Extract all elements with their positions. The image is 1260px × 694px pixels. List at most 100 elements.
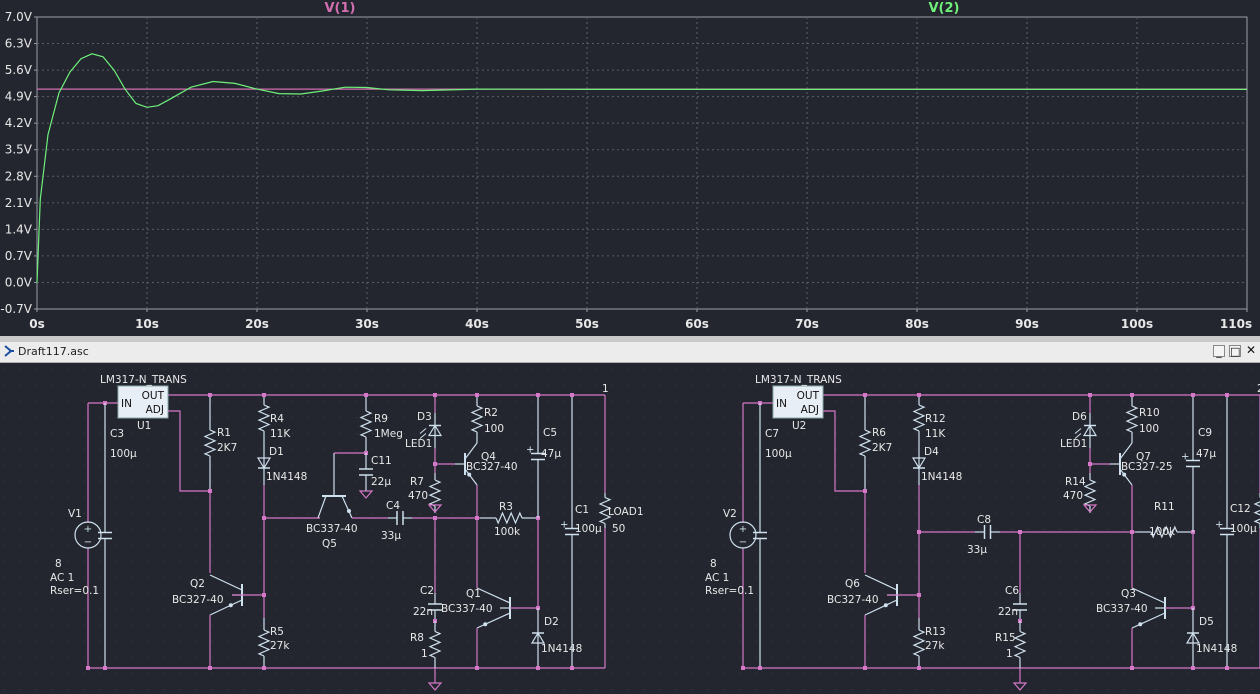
r-b-value: 11K (925, 428, 946, 440)
resistor-r2[interactable] (470, 395, 484, 443)
ground-symbol (427, 682, 443, 691)
led-d3[interactable] (419, 413, 443, 448)
r-a-ref: R1 (217, 427, 231, 439)
regulator-pin-adj: ADJ (146, 404, 164, 416)
x-tick-label: 40s (465, 317, 489, 331)
capacitor-c9[interactable]: + (1181, 395, 1200, 532)
capacitor-c12[interactable]: + (1215, 395, 1234, 668)
wire-junction (475, 666, 479, 670)
capacitor-c11[interactable] (359, 453, 373, 491)
c-out2-ref: C12 (1230, 503, 1251, 515)
r-g-ref: R13 (925, 626, 946, 638)
source-ac: AC 1 (705, 572, 729, 584)
r-a-value: 2K7 (217, 442, 237, 454)
voltage-source-v1[interactable]: +− (74, 521, 102, 549)
capacitor-c5[interactable]: + (526, 395, 545, 518)
trace-line-v2[interactable] (36, 53, 1247, 283)
svg-text:−: − (84, 537, 92, 548)
ground-symbol (427, 504, 443, 513)
capacitor-c1[interactable]: + (560, 395, 579, 668)
capacitor-c4[interactable] (388, 511, 412, 525)
r-a-value: 2K7 (872, 442, 892, 454)
wire-junction (208, 666, 212, 670)
y-tick-label: 4.9V (5, 90, 33, 104)
r-e-value: 470 (408, 490, 428, 502)
diode-d2[interactable] (530, 608, 546, 668)
c-g-ref: C2 (420, 585, 434, 597)
d-b-ref: D5 (1199, 616, 1214, 628)
wire-junction (917, 393, 921, 397)
wire-junction (103, 666, 107, 670)
diode-d1[interactable] (256, 441, 272, 485)
led-d6[interactable] (1074, 413, 1098, 448)
resistor-r9[interactable] (359, 395, 373, 453)
pane-splitter[interactable] (0, 336, 1260, 342)
capacitor-c8[interactable] (975, 525, 1000, 539)
c-cpl-ref: C4 (386, 500, 400, 512)
trace-label-v2: V(2) (929, 1, 960, 16)
capacitor-c7[interactable] (753, 403, 767, 668)
minimize-button[interactable]: _ (1213, 345, 1225, 357)
regulator-pin-in: IN (776, 398, 787, 410)
resistor-r10[interactable] (1125, 395, 1139, 443)
x-tick-label: 80s (905, 317, 929, 331)
resistor-r1[interactable] (203, 395, 217, 491)
r-f-value: 100k (1149, 526, 1176, 538)
transistor-q1[interactable] (476, 587, 511, 629)
r-f-ref: R3 (499, 501, 513, 513)
transistor-q7[interactable] (1110, 442, 1133, 486)
load-load1[interactable] (598, 493, 612, 528)
resistor-r11[interactable] (1135, 525, 1193, 539)
d-a-ref: D1 (269, 446, 284, 458)
resistor-r15[interactable] (1013, 621, 1027, 668)
svg-text:+: + (1215, 520, 1223, 531)
svg-text:+: + (560, 520, 568, 531)
capacitor-c3[interactable] (98, 403, 112, 668)
c-c-value: 22µ (371, 476, 391, 488)
transistor-q5[interactable] (317, 453, 353, 519)
c-cpl-value: 33µ (381, 530, 401, 542)
transistor-q4[interactable] (455, 442, 478, 486)
wire-junction (86, 666, 90, 670)
load-ref: LOAD1 (608, 506, 644, 518)
wire-junction (1191, 666, 1195, 670)
resistor-r3[interactable] (480, 511, 538, 525)
r-c-value: 1Meg (374, 428, 403, 440)
regulator-ref-label: U1 (137, 420, 151, 432)
wire (823, 410, 865, 492)
c-out1-value: 47µ (1196, 448, 1216, 460)
y-tick-label: 5.6V (5, 63, 33, 77)
resistor-r8[interactable] (428, 621, 442, 668)
led-ref: D3 (417, 411, 432, 423)
resistor-r12[interactable] (912, 395, 926, 441)
wire-junction (570, 666, 574, 670)
diode-d5[interactable] (1185, 608, 1201, 668)
regulator-pin-out: OUT (142, 390, 165, 402)
r-g-value: 27k (925, 640, 945, 652)
r-h-ref: R8 (410, 632, 424, 644)
resistor-r6[interactable] (858, 395, 872, 491)
y-tick-label: 7.0V (5, 10, 33, 24)
maximize-button[interactable]: □ (1229, 345, 1241, 358)
r-b-ref: R12 (925, 413, 946, 425)
schematic-window-titlebar[interactable]: Draft117.asc _ □ ✕ (0, 342, 1260, 363)
c-out1-ref: C9 (1198, 427, 1212, 439)
d-b-value: 1N4148 (1196, 643, 1237, 655)
resistor-r13[interactable] (912, 618, 926, 668)
r-g-value: 27k (270, 640, 290, 652)
close-button[interactable]: ✕ (1245, 343, 1257, 357)
wire-junction (262, 666, 266, 670)
source-rser: Rser=0.1 (50, 585, 99, 597)
voltage-source-v2[interactable]: +− (729, 521, 757, 549)
svg-text:+: + (526, 445, 534, 456)
c-c-ref: C11 (371, 455, 392, 467)
load-load2[interactable] (1253, 493, 1260, 528)
diode-d4[interactable] (911, 441, 927, 485)
c-out1-value: 47µ (541, 448, 561, 460)
